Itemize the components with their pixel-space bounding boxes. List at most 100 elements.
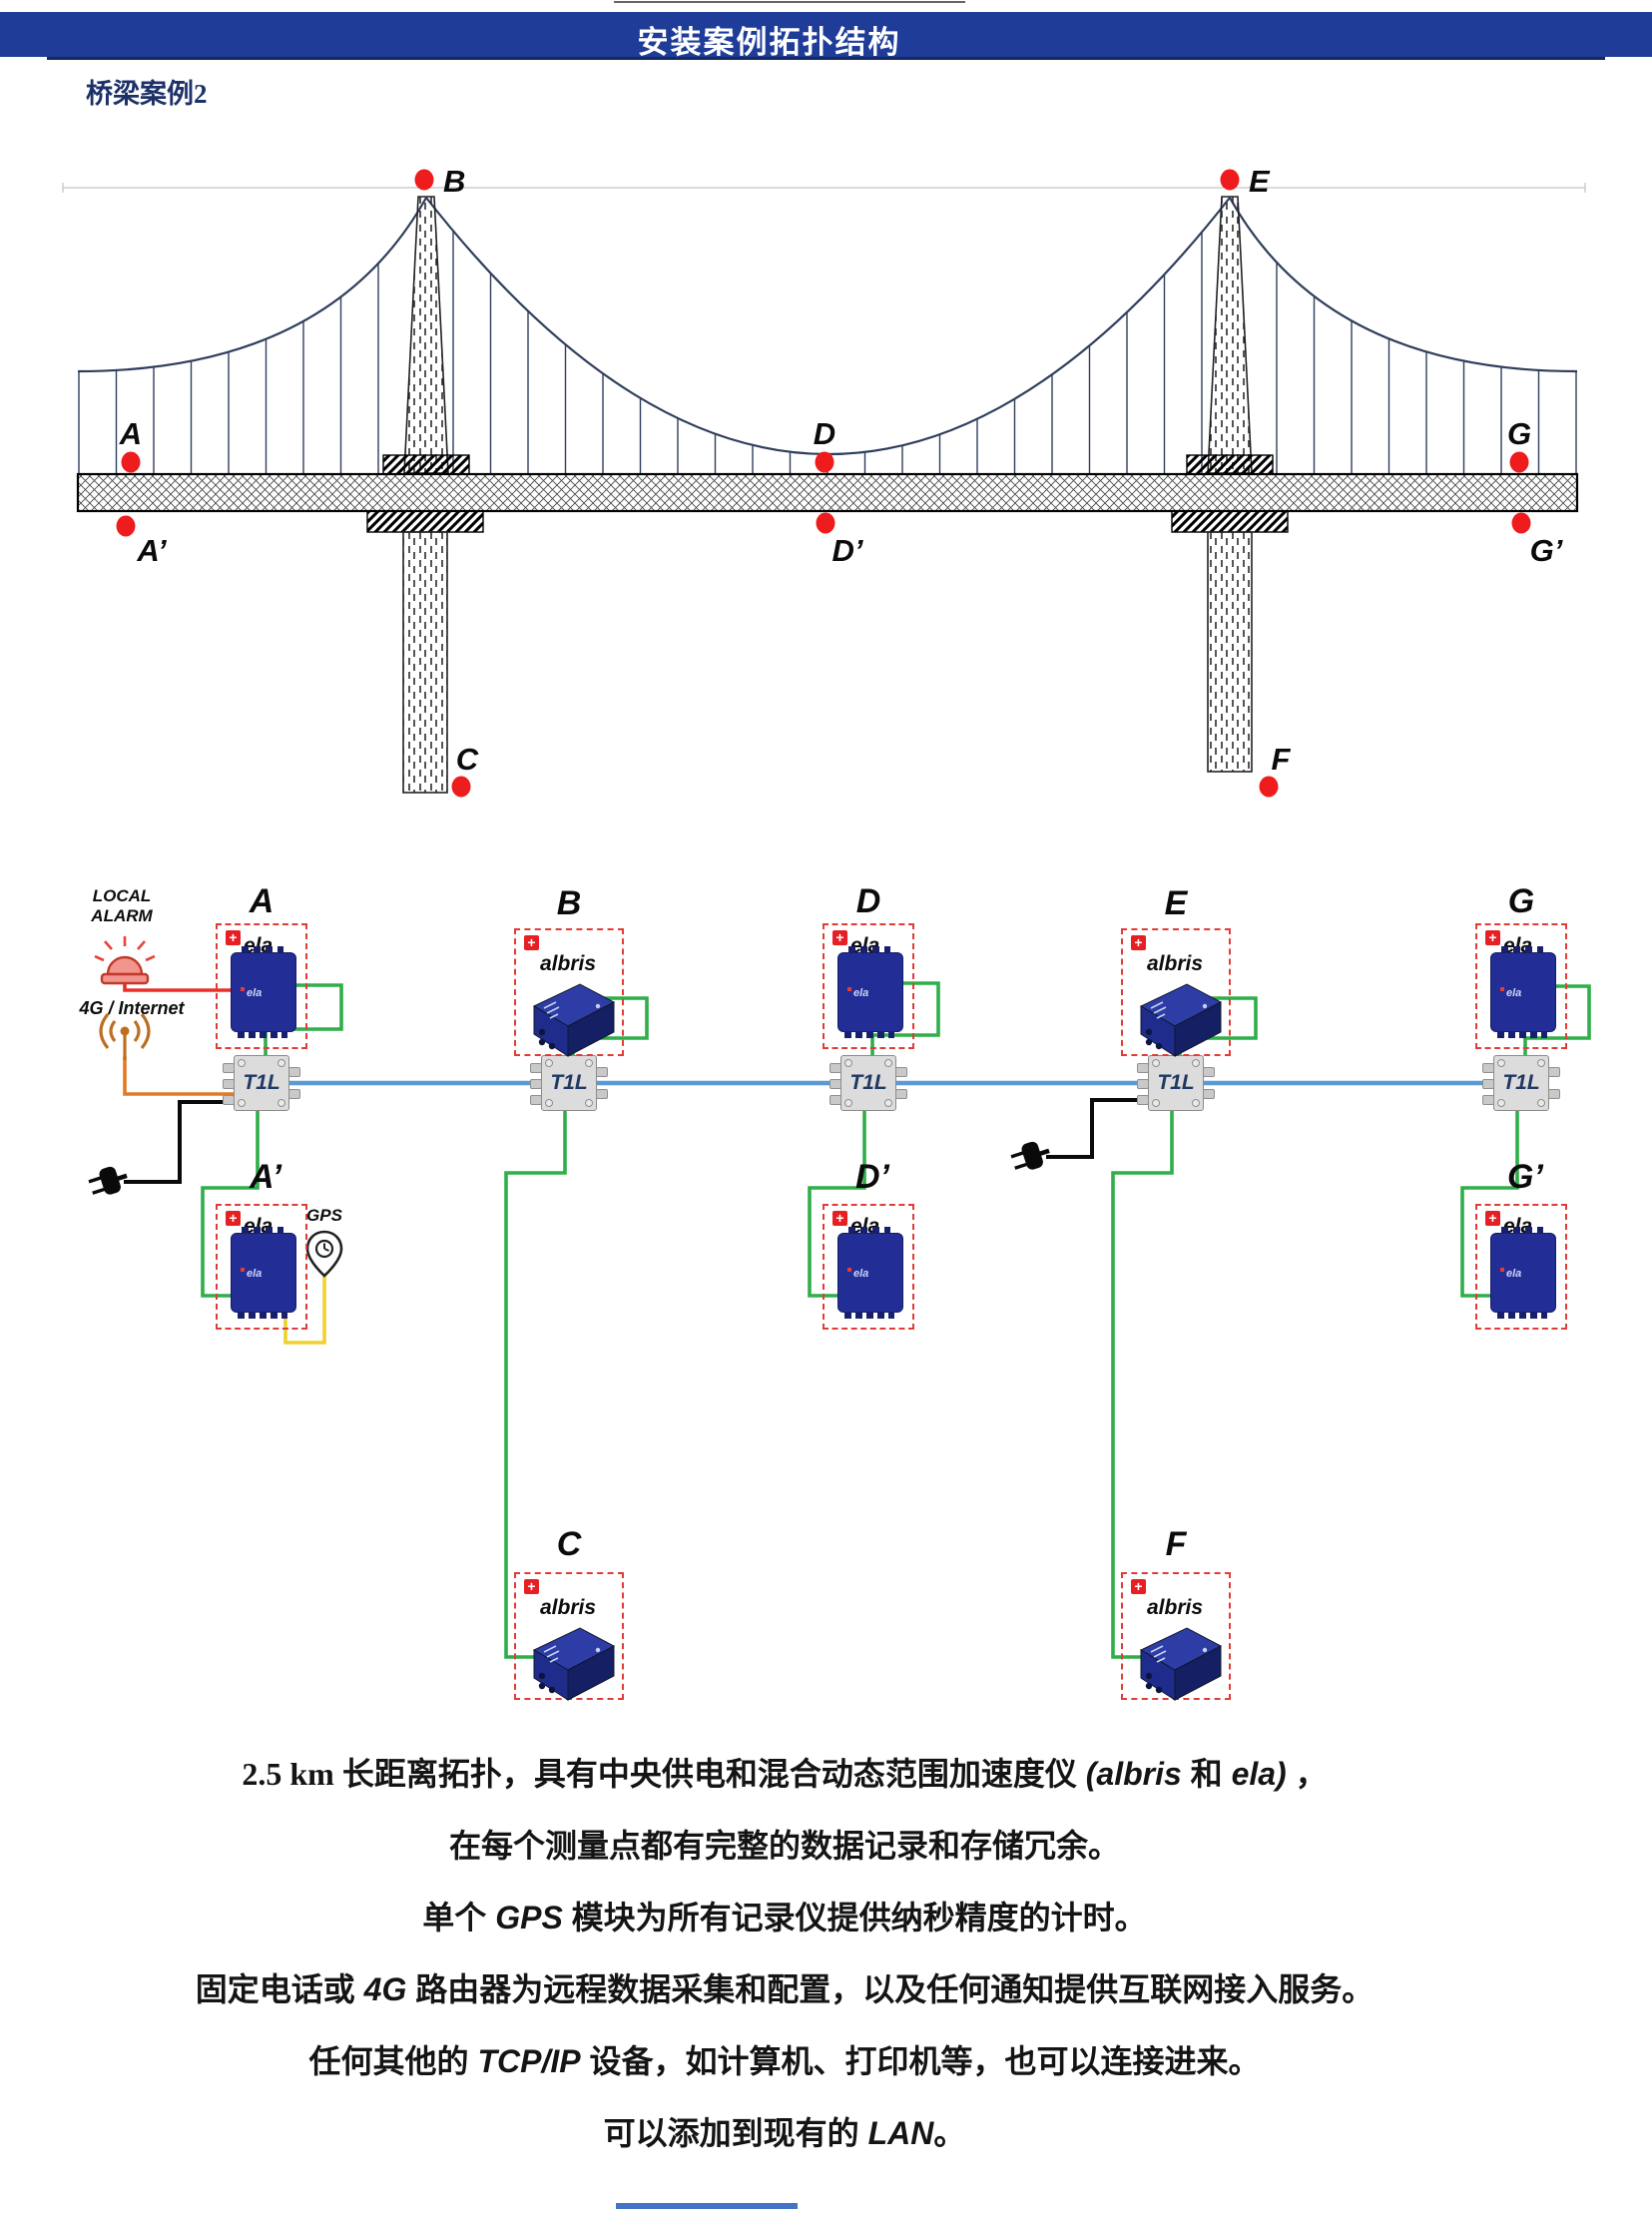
bridge-pier-right: [1207, 531, 1253, 773]
local-alarm-label-line2: ALARM: [91, 906, 153, 925]
brand-logo-icon: +: [524, 1579, 539, 1594]
albris-recorder-image: [1140, 1627, 1222, 1701]
page-edge-artifact-line: [614, 1, 965, 3]
ela-recorder-image: ela: [1490, 1227, 1556, 1319]
internet-label: 4G / Internet: [79, 998, 185, 1018]
power-wire-right: [1046, 1098, 1152, 1159]
brand-logo-icon: +: [1131, 1579, 1146, 1594]
bridge-point-label: B: [443, 164, 465, 199]
brand-label: albris: [540, 1596, 597, 1619]
albris-recorder-image: [533, 1627, 615, 1701]
bridge-point-label: A: [119, 416, 142, 451]
ela-recorder-image: ela: [231, 946, 296, 1038]
bridge-point-label: A’: [136, 533, 167, 568]
measure-point-B: [414, 169, 434, 191]
caption-line-1: 2.5 km 长距离拓扑，具有中央供电和混合动态范围加速度仪 (albris 和…: [242, 1756, 1328, 1792]
switch-label: T1L: [550, 1071, 588, 1094]
brand-logo-icon: +: [1485, 930, 1500, 945]
caption-line-3: 单个 GPS 模块为所有记录仪提供纳秒精度的计时。: [422, 1900, 1147, 1936]
suspension-cable-left: [77, 197, 427, 373]
device-label-D: D: [855, 882, 881, 920]
brand-label: albris: [540, 952, 597, 975]
recorder-ela-G: +ela ela: [1475, 923, 1567, 1049]
title-bar: 安装案例拓扑结构: [0, 12, 1652, 60]
bridge-point-label: D’: [832, 533, 863, 568]
wire-D-to-t1l: [870, 981, 940, 1059]
recorder-ela-D: +ela ela: [823, 923, 914, 1049]
measure-point-A: [121, 451, 141, 473]
ela-recorder-image: ela: [837, 946, 903, 1038]
pier-pad: [366, 510, 484, 533]
brand-logo-icon: +: [226, 930, 241, 945]
brand-logo-icon: +: [524, 935, 539, 950]
device-label-G: G: [1507, 882, 1535, 920]
bridge-point-label: G’: [1530, 533, 1563, 568]
switch-t1l-4: T1L: [1137, 1055, 1215, 1111]
bridge-point-label: D: [814, 416, 835, 451]
wire-t1l-to-C: [504, 1108, 567, 1659]
device-label-A-prime: A’: [249, 1158, 282, 1196]
bridge-tower-right: [1207, 196, 1253, 474]
wire-A-to-t1l: [264, 983, 343, 1059]
device-label-F: F: [1165, 1525, 1187, 1563]
gps-pin-icon: [305, 1230, 343, 1278]
measure-point-A-prime: [116, 515, 136, 537]
switch-label: T1L: [1502, 1071, 1540, 1094]
cable-hangers: [78, 231, 1577, 473]
device-label-E: E: [1164, 884, 1188, 922]
brand-logo-icon: +: [226, 1211, 241, 1226]
recorder-ela-D-prime: +ela ela: [823, 1204, 914, 1330]
caption-line-6: 可以添加到现有的 LAN。: [603, 2115, 966, 2151]
power-plug-icon: [1010, 1141, 1050, 1170]
antenna-icon: [99, 1012, 151, 1060]
switch-label: T1L: [1157, 1071, 1195, 1094]
brand-label: albris: [1147, 1596, 1204, 1619]
switch-t1l-2: T1L: [530, 1055, 608, 1111]
caption-line-4: 固定电话或 4G 路由器为远程数据采集和配置，以及任何通知提供互联网接入服务。: [195, 1971, 1375, 2007]
suspension-cable-right: [1229, 197, 1578, 373]
caption-line-2: 在每个测量点都有完整的数据记录和存储冗余。: [448, 1828, 1120, 1864]
wire-G-to-t1l: [1523, 984, 1591, 1059]
recorder-albris-C: +albris: [514, 1572, 624, 1701]
caption-line-5: 任何其他的 TCP/IP 设备，如计算机、打印机等，也可以连接进来。: [308, 2043, 1261, 2079]
recorder-albris-B: +albris: [514, 928, 624, 1057]
measure-point-D: [815, 451, 834, 473]
internet-wire: [123, 1056, 238, 1096]
page-title: 安装案例拓扑结构: [637, 25, 901, 60]
tower-pad: [1186, 454, 1274, 475]
device-label-A: A: [249, 882, 275, 920]
measure-point-E: [1220, 169, 1240, 191]
recorder-ela-G-prime: +ela ela: [1475, 1204, 1567, 1330]
tower-pad: [382, 454, 470, 475]
recorder-albris-E: +albris: [1121, 928, 1231, 1057]
device-label-D-prime: D’: [855, 1158, 889, 1196]
measure-point-F: [1259, 776, 1279, 798]
bridge-illustration: A A’ B C D D’ E F G G’: [62, 164, 1586, 798]
bridge-point-label: F: [1272, 742, 1292, 777]
brand-logo-icon: +: [832, 1211, 847, 1226]
switch-t1l-3: T1L: [829, 1055, 907, 1111]
title-divider: [47, 57, 1605, 60]
device-label-C: C: [556, 1525, 582, 1563]
switch-label: T1L: [243, 1071, 280, 1094]
device-label-B: B: [556, 884, 582, 922]
brand-logo-icon: +: [1485, 1211, 1500, 1226]
bridge-pier-left: [402, 531, 448, 794]
brand-logo-icon: +: [1131, 935, 1146, 950]
albris-recorder-image: [533, 983, 615, 1057]
bridge-deck: [76, 472, 1579, 513]
brand-logo-icon: +: [832, 930, 847, 945]
ela-recorder-image: ela: [231, 1227, 296, 1319]
measure-point-C: [451, 776, 471, 798]
measure-point-G-prime: [1511, 512, 1531, 534]
power-plug-icon: [88, 1166, 128, 1195]
ela-recorder-image: ela: [1490, 946, 1556, 1038]
measure-point-G: [1509, 451, 1529, 473]
power-wire-left: [124, 1100, 238, 1184]
wire-t1l-to-F: [1111, 1108, 1174, 1659]
case-subtitle: 桥梁案例2: [86, 79, 208, 109]
bridge-point-label: C: [456, 742, 479, 777]
footer-accent-bar: [616, 2203, 798, 2209]
gps-wire: [283, 1274, 326, 1345]
